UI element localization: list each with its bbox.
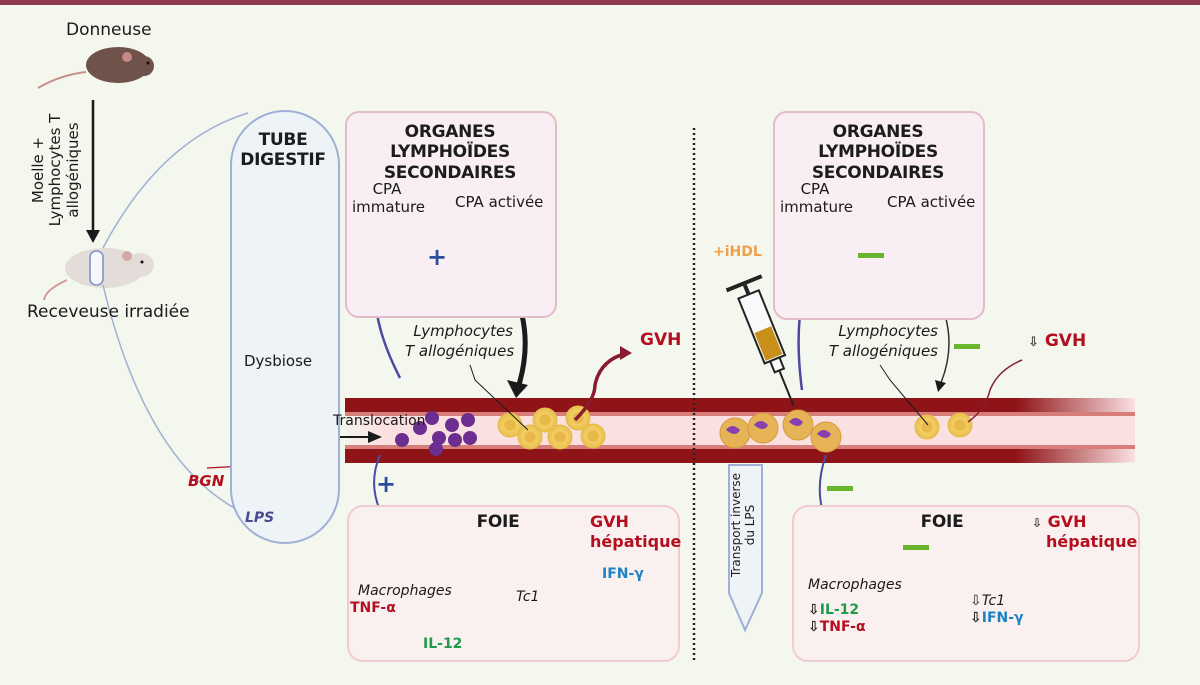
transfer-arrow	[86, 230, 100, 243]
donor-label: Donneuse	[66, 20, 152, 40]
plus-sign-apc: +	[427, 243, 448, 271]
gvh-hepatic-label-left: GVH hépatique	[590, 512, 681, 552]
macrophages-label-left: Macrophages	[358, 583, 452, 599]
gvh-text-right: GVH	[1044, 331, 1087, 351]
t-cells-right-line2: T allogéniques	[828, 341, 938, 360]
gvh-hepatic-left-line1: GVH	[590, 512, 629, 531]
dysbiosis-label: Dysbiose	[244, 352, 313, 370]
lps-in-blood	[395, 411, 477, 456]
lymphoid-title-left-line1: ORGANES LYMPHOÏDES	[390, 122, 510, 163]
transfer-label-line2: Lymphocytes T	[46, 113, 65, 227]
decrease-arrow-icon: ⇩	[1032, 516, 1043, 530]
tnf-label-left: TNF-α	[350, 600, 396, 616]
lymphoid-title-right: ORGANES LYMPHOÏDES SECONDAIRES	[773, 122, 983, 183]
liver-title-left: FOIE	[476, 512, 520, 532]
tc1-label-right: Tc1	[981, 593, 1006, 609]
ifn-label-right: IFN-γ	[981, 609, 1024, 626]
gvh-hepatic-label-right: ⇩ GVH hépatique	[1032, 512, 1137, 552]
donor-mouse-icon	[37, 47, 154, 89]
recipient-mouse-icon	[43, 248, 154, 301]
t-cells-left-line2: T allogéniques	[405, 341, 515, 360]
t-cells-right-line1: Lymphocytes	[838, 322, 938, 340]
apc-activated-label-left: CPA activée	[455, 193, 544, 211]
reverse-transport-arrow	[728, 464, 763, 633]
decrease-arrow-icon: ⇩	[970, 609, 982, 626]
lymphoid-organs-box-left	[345, 111, 557, 318]
gut-tube	[230, 110, 340, 544]
transfer-label-line1: Moelle +	[29, 136, 47, 204]
lymphoid-title-left-line2: SECONDAIRES	[383, 162, 517, 183]
apc-immature-right-line1: CPA	[800, 180, 830, 198]
il12-label-right: IL-12	[819, 602, 860, 618]
gvh-label-left: GVH	[640, 330, 682, 350]
lymphoid-title-right-line2: SECONDAIRES	[811, 162, 945, 183]
gvh-hepatic-right-line1: GVH	[1047, 512, 1087, 531]
lymphoid-title-right-line1: ORGANES LYMPHOÏDES	[818, 122, 938, 163]
decrease-arrow-icon: ⇩	[1028, 335, 1039, 350]
lymphoid-organs-box-right	[773, 111, 985, 320]
liver-box-right	[792, 505, 1140, 662]
t-cells-blood-right	[914, 412, 973, 440]
t-cells-left-line1: Lymphocytes	[413, 322, 513, 340]
recipient-label: Receveuse irradiée	[27, 302, 190, 322]
minus-sign-liver	[827, 486, 853, 491]
tc1-label-left: Tc1	[516, 589, 540, 605]
apc-immature-right-line2: immature	[780, 198, 854, 216]
tnf-label-right: TNF-α	[819, 618, 866, 635]
apc-immature-label-right: CPA immature	[780, 180, 854, 216]
minus-sign-macrophage	[903, 545, 929, 550]
apc-activated-label-right: CPA activée	[887, 193, 976, 211]
apc-immature-left-line2: immature	[352, 198, 426, 216]
lps-label: LPS	[245, 510, 275, 526]
t-cells-label-right: Lymphocytes T allogéniques	[820, 322, 938, 361]
reverse-transport-line2: du LPS	[743, 504, 758, 546]
bgn-label: BGN	[188, 472, 225, 490]
gvh-hepatic-right-line2: hépatique	[1046, 532, 1138, 551]
il12-label-left: IL-12	[423, 636, 463, 652]
macrophages-label-right: Macrophages	[808, 577, 902, 593]
apc-immature-label-left: CPA immature	[352, 180, 426, 216]
reverse-transport-label: Transport inverse du LPS	[729, 465, 758, 585]
top-border	[0, 0, 1200, 5]
liver-box-left	[347, 505, 680, 662]
translocation-label: Translocation	[333, 413, 426, 429]
gut-title: TUBE DIGESTIF	[233, 130, 333, 171]
apc-immature-left-line1: CPA	[372, 180, 402, 198]
transfer-label-line3: allogéniques	[63, 122, 82, 218]
plus-sign-liver: +	[376, 470, 397, 498]
decrease-arrow-icon: ⇩	[808, 602, 820, 618]
ihdl-label: +iHDL	[713, 244, 762, 260]
decrease-arrow-icon: ⇩	[808, 618, 820, 635]
tc1-ifn-right: ⇩Tc1 ⇩IFN-γ	[970, 593, 1024, 627]
reverse-transport-line1: Transport inverse	[729, 472, 743, 578]
decrease-arrow-icon: ⇩	[970, 593, 982, 609]
gut-title-line1: TUBE	[258, 130, 308, 150]
liver-title-right: FOIE	[920, 512, 964, 532]
lymphoid-title-left: ORGANES LYMPHOÏDES SECONDAIRES	[345, 122, 555, 183]
ifn-label-left: IFN-γ	[602, 566, 644, 582]
gvh-hepatic-left-line2: hépatique	[590, 532, 682, 551]
gut-title-line2: DIGESTIF	[240, 150, 326, 171]
gvh-label-right: ⇩ GVH	[1028, 331, 1086, 351]
neutrophils-right	[719, 409, 842, 453]
t-cells-label-left: Lymphocytes T allogéniques	[405, 322, 515, 361]
transfer-label: Moelle + Lymphocytes T allogéniques	[29, 100, 82, 240]
minus-sign-apc	[858, 253, 884, 258]
minus-sign-tcells	[954, 344, 980, 349]
liver-cytokines-right: ⇩IL-12 ⇩TNF-α	[808, 602, 866, 636]
syringe-icon	[725, 274, 795, 407]
